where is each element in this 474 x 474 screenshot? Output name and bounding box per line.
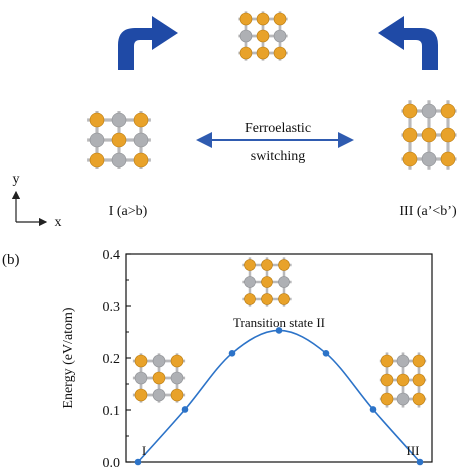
atom-silver <box>152 388 166 402</box>
atom-gold <box>256 12 270 26</box>
switch-label-1: Ferroelastic <box>245 121 311 136</box>
lattice-inset-I <box>132 353 186 403</box>
axis-indicator: y x <box>11 172 62 230</box>
atom-gold <box>402 127 418 143</box>
data-point <box>134 458 142 466</box>
lattice-top-transition <box>238 11 288 61</box>
data-point <box>228 350 236 357</box>
panel-label-b: (b) <box>2 252 20 268</box>
atom-silver <box>111 112 127 128</box>
atom-silver <box>239 29 253 43</box>
atom-gold <box>256 29 270 43</box>
atom-gold <box>133 112 149 128</box>
atom-gold <box>134 354 148 368</box>
atom-silver <box>134 371 148 385</box>
atom-gold <box>412 392 426 406</box>
axis-x-label: x <box>55 215 62 230</box>
atom-silver <box>170 371 184 385</box>
atom-gold <box>134 388 148 402</box>
axis-y-label: y <box>13 172 20 187</box>
data-points <box>134 327 424 466</box>
atom-gold <box>152 371 166 385</box>
flow-arrow-right <box>378 16 438 70</box>
atom-gold <box>89 152 105 168</box>
atom-gold <box>111 132 127 148</box>
panel-a: Ferroelastic switching I (a>b) III (a’<b… <box>11 11 457 230</box>
atom-silver <box>421 103 437 119</box>
data-point <box>369 406 377 413</box>
data-point <box>322 350 330 357</box>
atom-gold <box>402 151 418 167</box>
atom-gold <box>170 354 184 368</box>
annotation-I: I <box>142 443 146 458</box>
atom-gold <box>239 46 253 60</box>
atom-gold <box>170 388 184 402</box>
lattice-inset-III <box>379 352 427 408</box>
atom-silver <box>133 132 149 148</box>
annotation-III: III <box>407 443 420 458</box>
atom-gold <box>261 293 273 305</box>
atom-gold <box>402 103 418 119</box>
label-state-III: III (a’<b’) <box>399 204 457 219</box>
atom-gold <box>380 373 394 387</box>
panel-b: (b) 0.0 0.1 0.2 0.3 0.4 Energy (eV/atom) Tra… <box>2 248 433 471</box>
atom-gold <box>273 12 287 26</box>
y-tick-label: 0.1 <box>103 404 121 419</box>
atom-gold <box>256 46 270 60</box>
lattice-transition-state <box>242 257 292 307</box>
atom-gold <box>244 259 256 271</box>
atom-silver <box>421 151 437 167</box>
atom-gold <box>380 354 394 368</box>
atom-silver <box>278 276 290 288</box>
atom-gold <box>278 293 290 305</box>
atom-gold <box>440 103 456 119</box>
atom-silver <box>396 354 410 368</box>
atom-gold <box>273 46 287 60</box>
atom-silver <box>273 29 287 43</box>
data-point <box>181 406 189 413</box>
atom-gold <box>412 373 426 387</box>
lattice-state-I <box>87 111 151 169</box>
atom-gold <box>278 259 290 271</box>
atom-gold <box>133 152 149 168</box>
annotation-transition-state: Transition state II <box>233 315 325 330</box>
y-tick-label: 0.2 <box>103 352 121 367</box>
atom-gold <box>261 276 273 288</box>
atom-gold <box>421 127 437 143</box>
atom-gold <box>380 392 394 406</box>
label-state-I: I (a>b) <box>109 204 148 219</box>
data-point <box>416 458 424 466</box>
atom-gold <box>261 259 273 271</box>
y-tick-label: 0.4 <box>103 248 121 263</box>
atom-gold <box>440 127 456 143</box>
flow-arrow-left <box>118 16 178 70</box>
lattice-state-III <box>401 100 457 170</box>
atom-gold <box>244 293 256 305</box>
atom-gold <box>396 373 410 387</box>
atom-gold <box>412 354 426 368</box>
atom-silver <box>244 276 256 288</box>
y-tick-label: 0.0 <box>103 456 121 471</box>
y-axis-label: Energy (eV/atom) <box>61 307 76 409</box>
y-tick-label: 0.3 <box>103 300 121 315</box>
atom-silver <box>111 152 127 168</box>
switch-label-2: switching <box>251 149 305 164</box>
atom-silver <box>152 354 166 368</box>
atom-gold <box>89 112 105 128</box>
atom-silver <box>396 392 410 406</box>
atom-silver <box>89 132 105 148</box>
atom-gold <box>239 12 253 26</box>
atom-gold <box>440 151 456 167</box>
y-axis: 0.0 0.1 0.2 0.3 0.4 <box>103 248 131 471</box>
data-point <box>275 327 283 334</box>
